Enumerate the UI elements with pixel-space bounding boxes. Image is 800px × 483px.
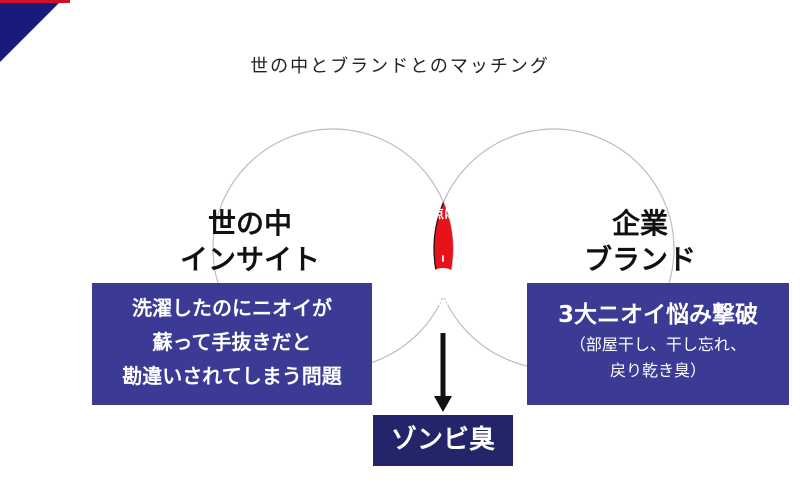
right-label-line1: 企業 (611, 207, 668, 240)
lightbulb-icon (421, 255, 465, 305)
intersection-lens (433, 129, 453, 369)
brand-sub-line: （部屋干し、干し忘れ、 (569, 335, 747, 354)
intersection-label: 接点は？ (419, 207, 468, 221)
result-box: ゾンビ臭 (373, 415, 513, 466)
corner-accent-line (0, 0, 70, 3)
right-label-line2: ブランド (583, 243, 696, 276)
result-arrow-head (434, 396, 452, 412)
brand-box: 3大ニオイ悩み撃破 （部屋干し、干し忘れ、 戻り乾き臭） (527, 283, 789, 405)
page-title: 世の中とブランドとのマッチング (250, 56, 550, 77)
insight-line: 勘違いされてしまう問題 (122, 364, 342, 388)
left-label-line2: インサイト (179, 243, 320, 276)
insight-box: 洗濯したのにニオイが 蘇って手抜きだと 勘違いされてしまう問題 (92, 283, 372, 405)
brand-sub-line: 戻り乾き臭） (609, 361, 706, 380)
brand-main-text: 3大ニオイ悩み撃破 (557, 302, 758, 328)
left-label-line1: 世の中 (207, 207, 292, 240)
left-circle-label: 世の中 インサイト (150, 206, 350, 278)
insight-line: 洗濯したのにニオイが (132, 296, 332, 320)
insight-line: 蘇って手抜きだと (152, 330, 312, 354)
right-circle-label: 企業 ブランド (540, 206, 740, 278)
